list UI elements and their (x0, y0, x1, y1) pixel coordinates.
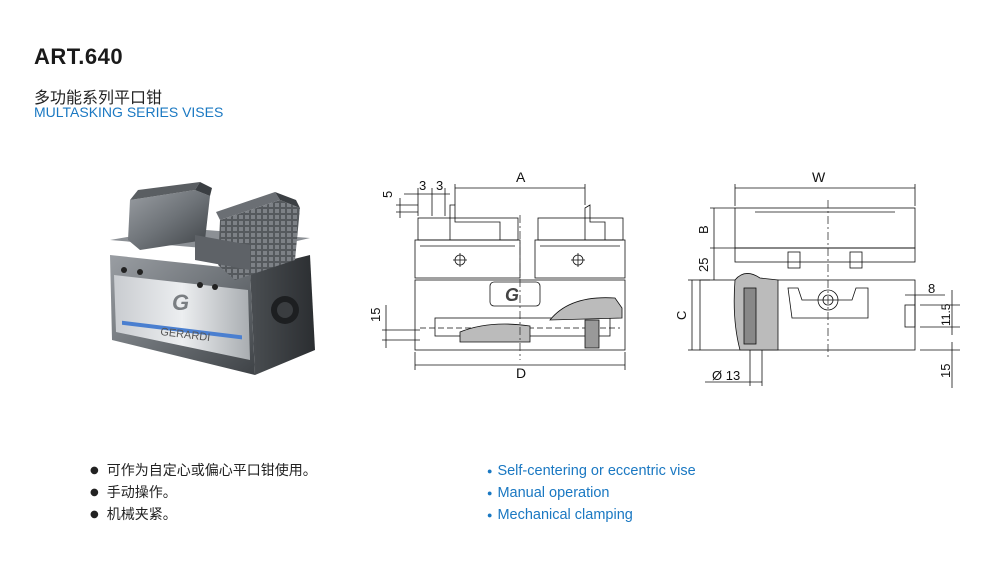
feature-list-cn: ●可作为自定心或偏心平口钳使用。 ●手动操作。 ●机械夹紧。 (90, 460, 317, 526)
dim-bore-label: Ø 13 (712, 368, 740, 383)
bullet-icon: ● (487, 488, 493, 499)
list-item: ●机械夹紧。 (90, 507, 177, 523)
dim-11-5-label: 11.5 (939, 303, 953, 326)
dim-5-label: 5 (380, 191, 395, 198)
bullet-icon: ● (90, 465, 99, 476)
list-item: ●Self-centering or eccentric vise (487, 463, 696, 479)
list-item: ●可作为自定心或偏心平口钳使用。 (90, 463, 317, 479)
dim-8-label: 8 (928, 281, 935, 296)
bullet-icon: ● (90, 487, 99, 498)
dim-c-label: C (674, 311, 689, 320)
bullet-icon: ● (487, 510, 493, 521)
dim-b-label: B (696, 225, 711, 234)
dim-15-front-label: 15 (368, 308, 383, 322)
dim-15-side-label: 15 (938, 364, 953, 378)
bullet-icon: ● (487, 466, 493, 477)
dim-3b-label: 3 (436, 178, 443, 193)
dim-w-label: W (812, 169, 826, 185)
bullet-icon: ● (90, 509, 99, 520)
dim-a-label: A (516, 169, 526, 185)
vise-product-image: GERARDI G (110, 182, 315, 375)
list-item: ●Mechanical clamping (487, 507, 633, 523)
svg-text:G: G (505, 285, 519, 305)
article-number: ART.640 (34, 44, 124, 69)
feature-list-en: ●Self-centering or eccentric vise ●Manua… (487, 460, 696, 526)
list-item: ●Manual operation (487, 485, 610, 501)
dim-3a-label: 3 (419, 178, 426, 193)
dim-d-label: D (516, 365, 526, 381)
list-item: ●手动操作。 (90, 485, 177, 501)
side-base-outline (699, 279, 916, 351)
product-title-en: MULTASKING SERIES VISES (34, 104, 224, 120)
dim-25-label: 25 (696, 258, 711, 272)
logo-letter: G (172, 290, 189, 315)
product-title-cn: 多功能系列平口钳 (34, 88, 163, 107)
technical-drawing: G (368, 169, 960, 388)
